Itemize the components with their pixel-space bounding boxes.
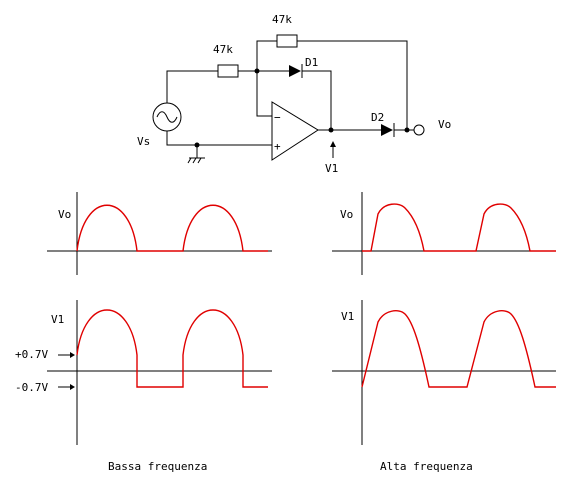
high-v1-plot: V1 bbox=[332, 300, 556, 445]
v1-arrow-head bbox=[330, 141, 336, 147]
high-vo-wave bbox=[362, 203, 556, 252]
caption-low-frequency: Bassa frequenza bbox=[108, 460, 207, 473]
opamp-plus: + bbox=[274, 140, 281, 153]
high-vo-plot: Vo bbox=[332, 192, 556, 275]
high-vo-label: Vo bbox=[340, 208, 353, 221]
low-v1-plot: V1 +0.7V -0.7V bbox=[15, 300, 272, 445]
vo-terminal bbox=[413, 124, 425, 136]
low-v1-label: V1 bbox=[51, 313, 64, 326]
minus-threshold-arrow-head bbox=[70, 384, 75, 390]
opamp bbox=[271, 101, 319, 161]
d1-wire bbox=[302, 70, 332, 130]
inverting-input-wire bbox=[256, 71, 272, 117]
diode-d1-label: D1 bbox=[305, 56, 318, 69]
input-resistor-label: 47k bbox=[213, 43, 233, 56]
ground-wire bbox=[166, 131, 272, 146]
vo-terminal-label: Vo bbox=[438, 118, 451, 131]
v1-probe-label: V1 bbox=[325, 162, 338, 175]
ground-hatch-2 bbox=[192, 157, 197, 164]
plus-threshold-label: +0.7V bbox=[15, 348, 48, 361]
feedback-resistor-label: 47k bbox=[272, 13, 292, 26]
high-v1-label: V1 bbox=[341, 310, 354, 323]
diode-d2-label: D2 bbox=[371, 111, 384, 124]
vs-label: Vs bbox=[137, 135, 150, 148]
diode-d2 bbox=[381, 124, 393, 136]
diode-d1 bbox=[289, 65, 301, 77]
circuit: 47k 47k D1 − + Vo D2 V1 bbox=[137, 13, 451, 175]
ground-hatch-3 bbox=[197, 157, 202, 164]
opamp-minus: − bbox=[274, 111, 281, 124]
minus-threshold-label: -0.7V bbox=[15, 381, 48, 394]
plus-threshold-arrow-head bbox=[70, 352, 75, 358]
feedback-resistor bbox=[276, 34, 298, 48]
high-v1-wave bbox=[361, 310, 556, 388]
feedback-wire-right bbox=[297, 40, 408, 130]
input-resistor bbox=[217, 64, 239, 78]
low-vo-wave bbox=[76, 204, 268, 252]
sine-icon bbox=[156, 111, 178, 123]
low-vo-plot: Vo bbox=[47, 192, 272, 275]
output-node bbox=[328, 127, 334, 133]
feedback-wire-left bbox=[256, 40, 277, 71]
caption-high-frequency: Alta frequenza bbox=[380, 460, 473, 473]
input-wire bbox=[166, 70, 218, 103]
vo-node bbox=[404, 127, 410, 133]
ground-hatch-1 bbox=[187, 157, 192, 164]
low-vo-label: Vo bbox=[58, 208, 71, 221]
low-v1-wave bbox=[76, 309, 268, 388]
